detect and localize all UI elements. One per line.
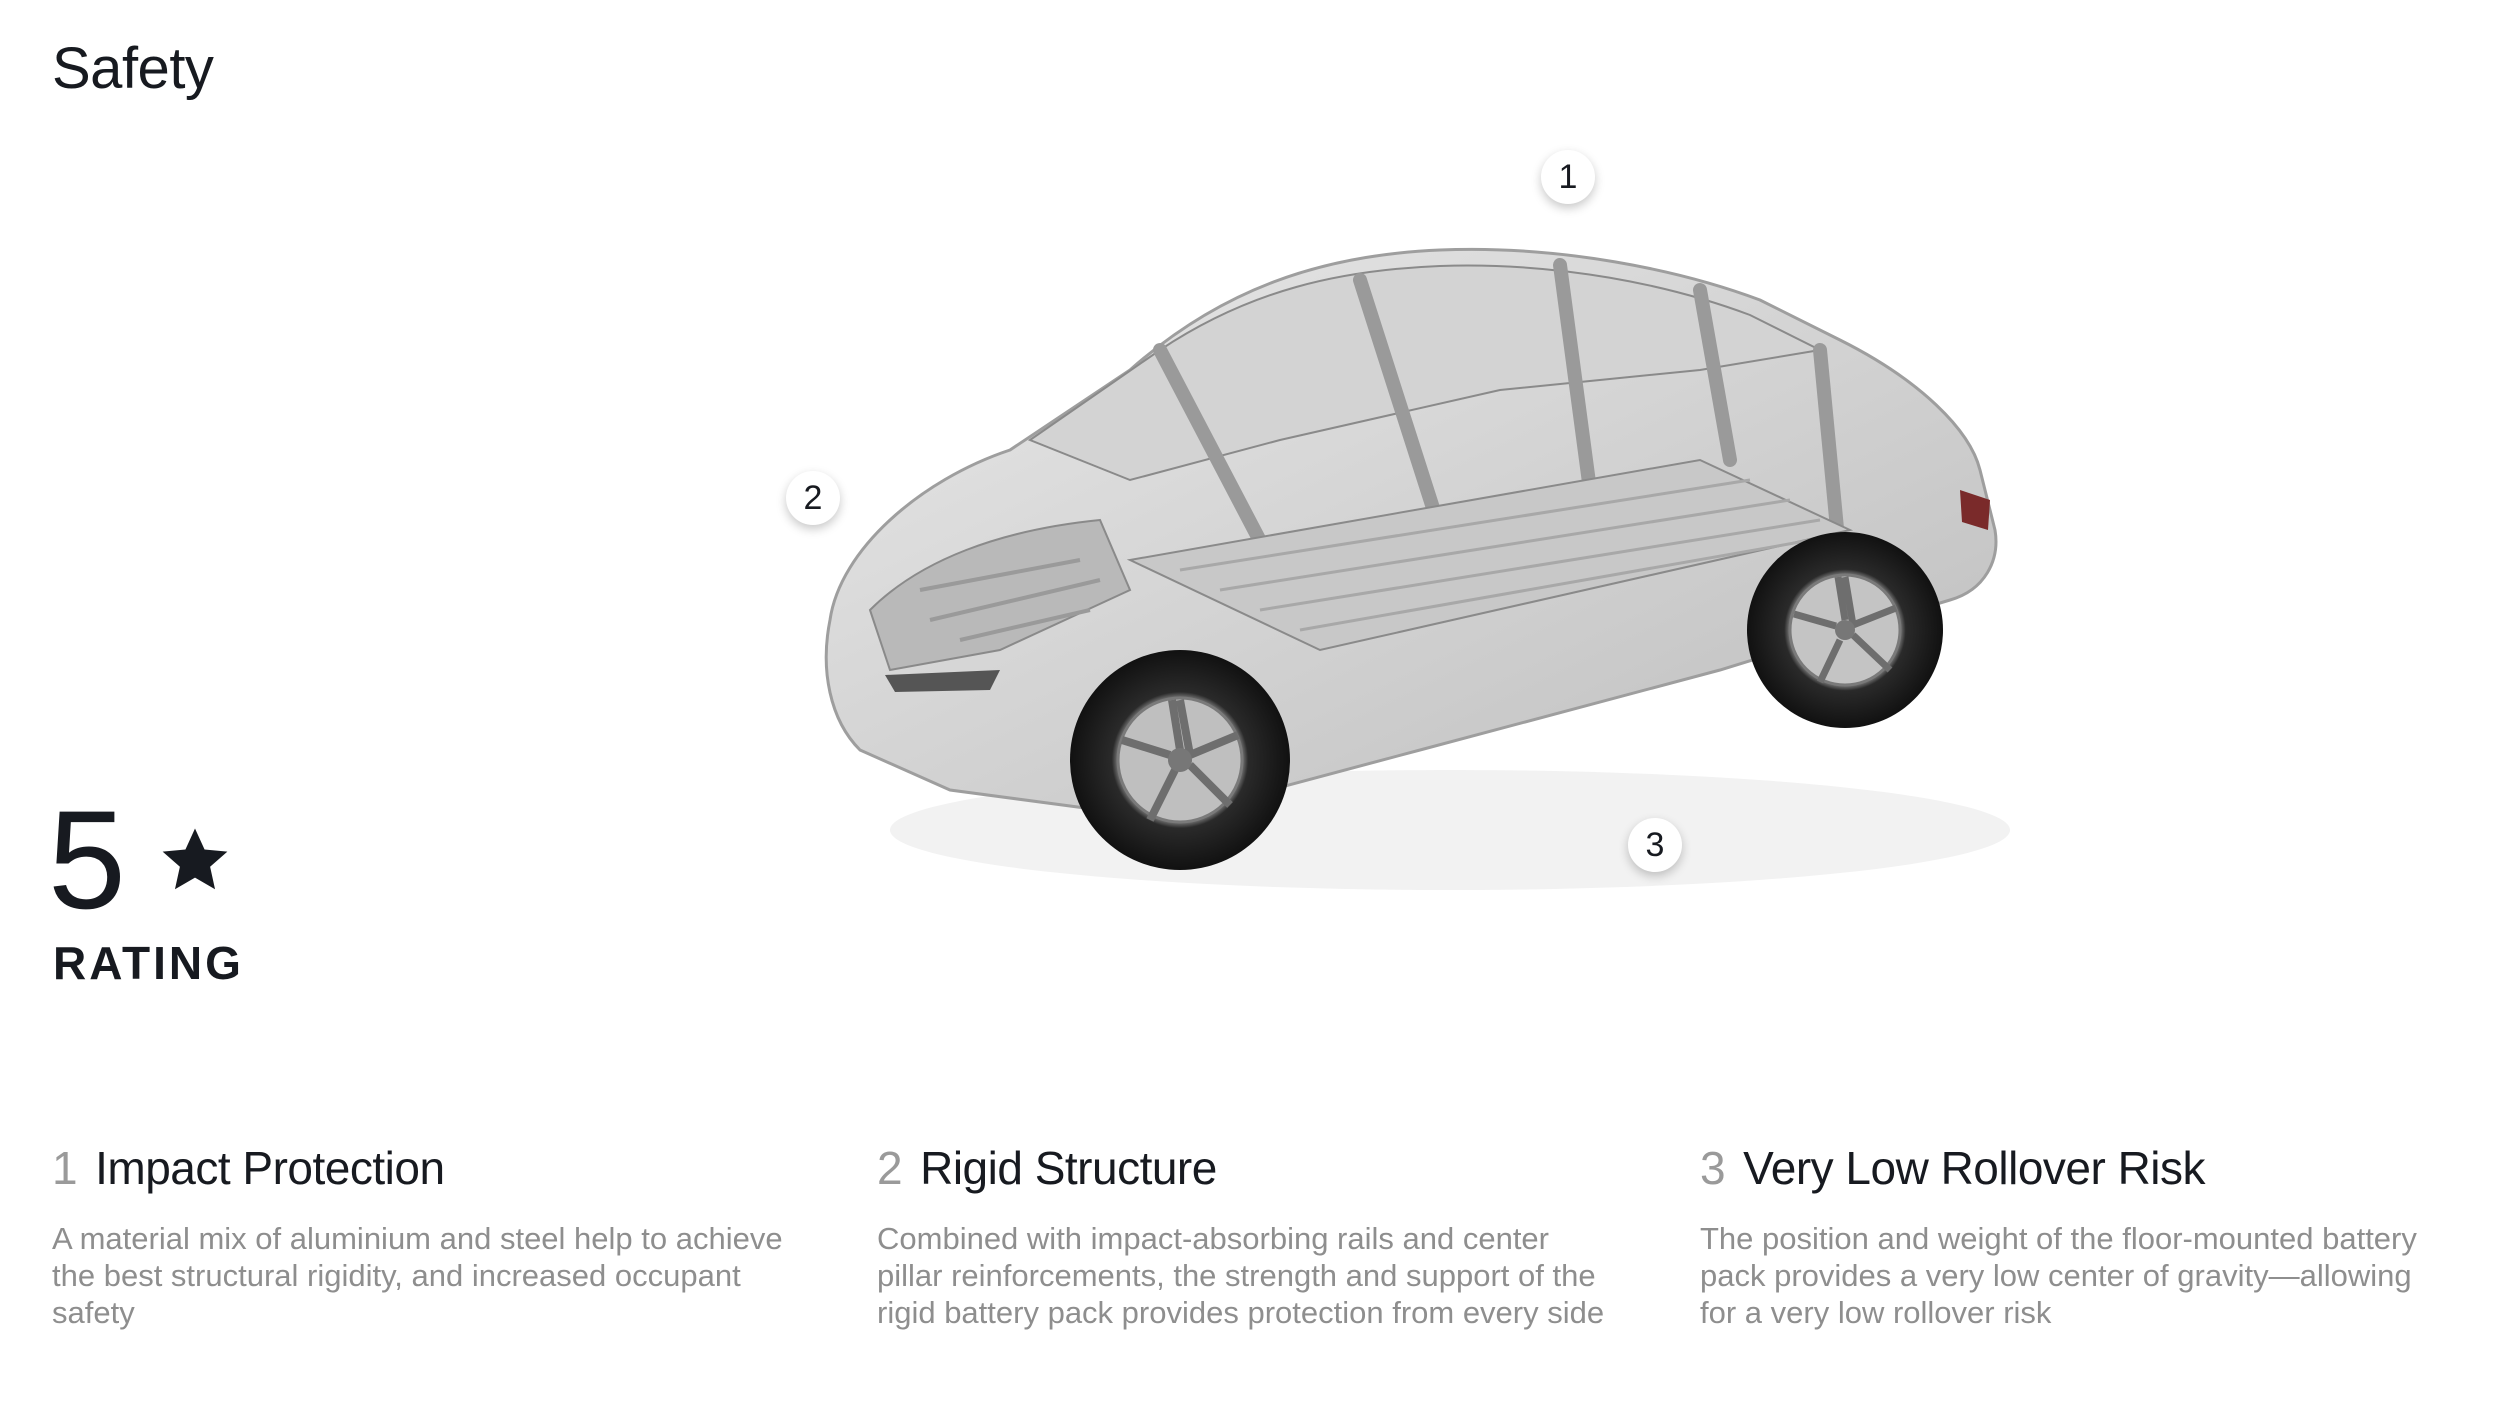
feature-description: A material mix of aluminium and steel he…	[52, 1221, 783, 1330]
rating-label: RATING	[53, 937, 244, 989]
feature-title-text: Impact Protection	[95, 1142, 445, 1194]
hotspot-1[interactable]: 1	[1541, 150, 1595, 204]
feature-title: 3 Very Low Rollover Risk	[1700, 1138, 2460, 1198]
feature-low-rollover-risk: 3 Very Low Rollover Risk The position and…	[1700, 1138, 2460, 1331]
star-icon	[162, 828, 228, 890]
feature-description: The position and weight of the floor-mou…	[1700, 1221, 2417, 1330]
hotspot-3[interactable]: 3	[1628, 818, 1682, 872]
feature-impact-protection: 1 Impact Protection A material mix of alu…	[52, 1138, 812, 1331]
feature-number: 2	[877, 1142, 903, 1194]
feature-title-text: Rigid Structure	[920, 1142, 1217, 1194]
feature-title-text: Very Low Rollover Risk	[1743, 1142, 2206, 1194]
rating-value: 5	[48, 781, 126, 938]
feature-number: 1	[52, 1142, 78, 1194]
page-title: Safety	[52, 36, 214, 101]
features-list: 1 Impact Protection A material mix of alu…	[52, 1138, 2452, 1378]
feature-title: 2 Rigid Structure	[877, 1138, 1637, 1198]
feature-number: 3	[1700, 1142, 1726, 1194]
safety-rating: 5	[48, 790, 232, 930]
feature-title: 1 Impact Protection	[52, 1138, 812, 1198]
hotspot-2[interactable]: 2	[786, 471, 840, 525]
feature-rigid-structure: 2 Rigid Structure Combined with impact-ab…	[877, 1138, 1637, 1331]
feature-description: Combined with impact-absorbing rails and…	[877, 1221, 1605, 1330]
car-structure-illustration	[800, 230, 2100, 970]
